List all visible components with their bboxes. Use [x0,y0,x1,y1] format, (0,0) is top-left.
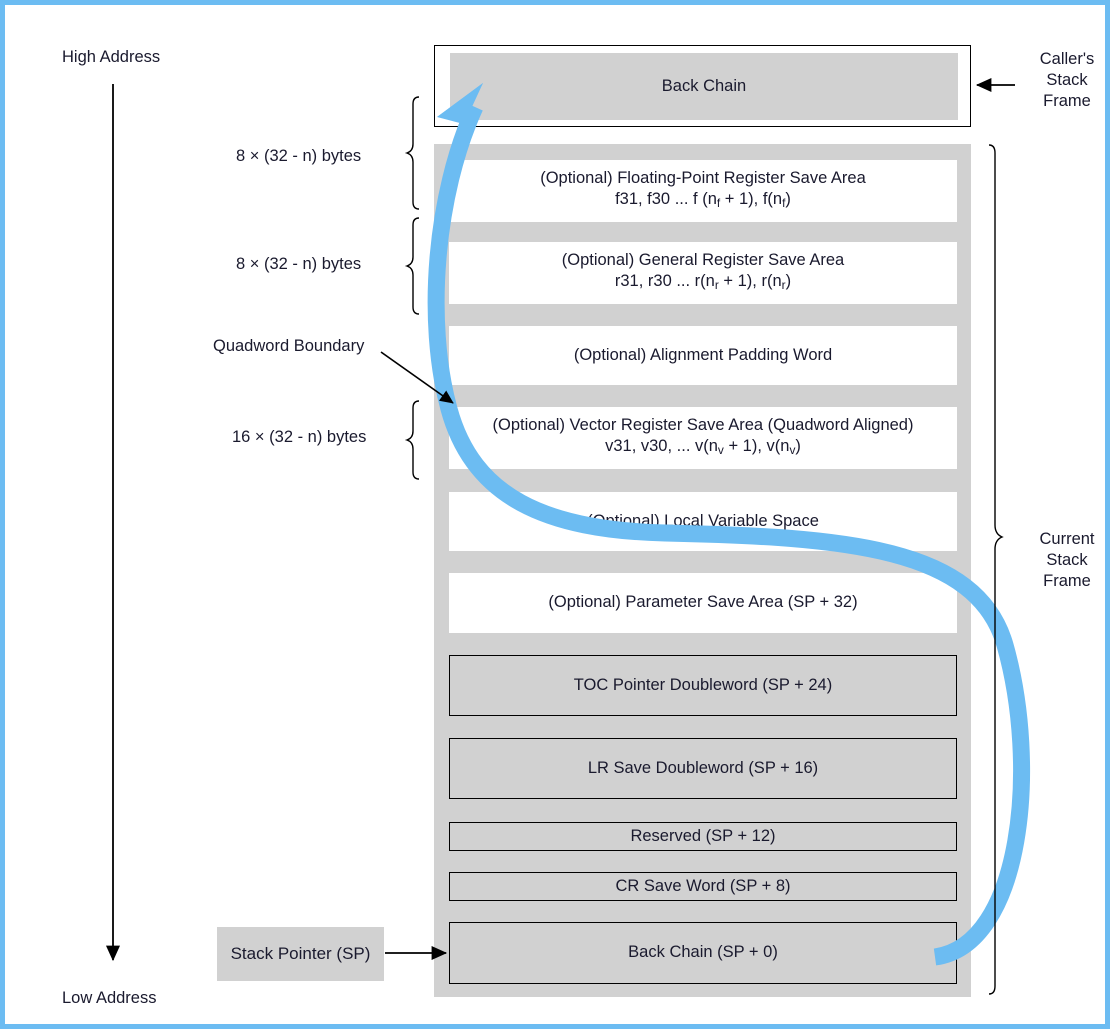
slot-line2: r31, r30 ... r(nr + 1), r(nr) [614,272,792,292]
size-label-fpr: 8 × (32 - n) bytes [236,147,362,165]
slot-line1: Back Chain (SP + 0) [628,943,778,962]
brace-gpr-size [404,217,420,315]
slot-fp-register-save-area: (Optional) Floating-Point Register Save … [449,160,957,222]
slot-line2: f31, f30 ... f (nf + 1), f(nf) [615,190,791,210]
size-label-gpr: 8 × (32 - n) bytes [236,255,362,273]
high-address-label: High Address [62,48,161,66]
slot-alignment-padding-word: (Optional) Alignment Padding Word [449,326,957,385]
slot-line2: v31, v30, ... v(nv + 1), v(nv) [605,437,801,457]
slot-general-register-save-area: (Optional) General Register Save Area r3… [449,242,957,304]
callers-stack-frame-box: Back Chain [434,45,971,127]
callers-frame-line2: Stack [1046,71,1088,89]
slot-parameter-save-area: (Optional) Parameter Save Area (SP + 32) [449,573,957,633]
slot-line1: (Optional) Vector Register Save Area (Qu… [492,415,914,434]
stack-pointer-label: Stack Pointer (SP) [230,944,371,963]
slot-line1: Reserved (SP + 12) [630,826,776,845]
slot-toc-pointer-doubleword: TOC Pointer Doubleword (SP + 24) [449,655,957,716]
slot-line1: CR Save Word (SP + 8) [615,876,791,895]
slot-line1: (Optional) General Register Save Area [561,250,845,269]
slot-back-chain-caller: Back Chain [450,53,958,120]
slot-label: Back Chain [661,77,747,95]
slot-line1: LR Save Doubleword (SP + 16) [587,758,819,777]
size-label-vr: 16 × (32 - n) bytes [232,428,367,446]
callers-frame-line1: Caller's [1039,50,1095,68]
current-frame-line1: Current [1039,530,1095,548]
current-frame-line3: Frame [1043,572,1091,590]
quadword-boundary-label: Quadword Boundary [213,337,365,355]
brace-fpr-size [404,96,420,210]
brace-vr-size [404,400,420,480]
slot-lr-save-doubleword: LR Save Doubleword (SP + 16) [449,738,957,799]
slot-line1: (Optional) Local Variable Space [587,511,819,530]
slot-line1: TOC Pointer Doubleword (SP + 24) [573,675,833,694]
brace-current-stack-frame [988,144,1004,995]
slot-line1: (Optional) Parameter Save Area (SP + 32) [548,593,858,612]
slot-cr-save-word: CR Save Word (SP + 8) [449,872,957,901]
slot-line1: (Optional) Floating-Point Register Save … [540,168,866,187]
slot-line1: (Optional) Alignment Padding Word [573,345,833,364]
stack-pointer-box: Stack Pointer (SP) [217,927,384,981]
slot-back-chain-sp0: Back Chain (SP + 0) [449,922,957,984]
low-address-label: Low Address [62,989,157,1007]
slot-local-variable-space: (Optional) Local Variable Space [449,492,957,551]
callers-frame-line3: Frame [1043,92,1091,110]
current-stack-frame-label: Current Stack Frame [1027,529,1105,592]
callers-stack-frame-label: Caller's Stack Frame [1027,49,1105,112]
slot-vector-register-save-area: (Optional) Vector Register Save Area (Qu… [449,407,957,469]
current-frame-line2: Stack [1046,551,1088,569]
slot-reserved: Reserved (SP + 12) [449,822,957,851]
